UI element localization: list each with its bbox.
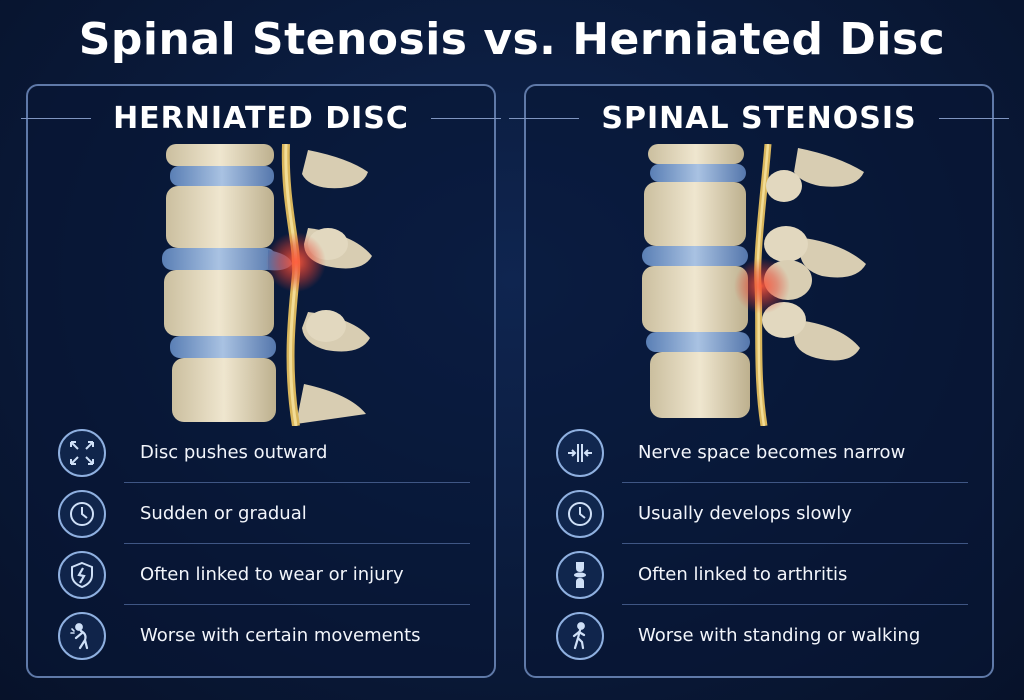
panel-title: SPINAL STENOSIS	[601, 100, 917, 136]
list-item: Disc pushes outward	[58, 422, 470, 483]
list-item: Worse with standing or walking	[556, 605, 968, 666]
herniated-disc-features: Disc pushes outward Sudden or gradual Of…	[58, 422, 470, 666]
row-divider	[124, 482, 470, 483]
page-title: Spinal Stenosis vs. Herniated Disc	[78, 14, 946, 65]
person-bending-icon	[58, 611, 106, 660]
panel-title: HERNIATED DISC	[113, 100, 409, 136]
joint-icon	[556, 550, 604, 599]
clock-icon	[58, 489, 106, 538]
feature-label: Usually develops slowly	[638, 503, 852, 524]
person-walking-icon	[556, 611, 604, 660]
feature-label: Often linked to arthritis	[638, 564, 848, 585]
spinal-stenosis-spine-illustration	[642, 144, 866, 426]
feature-label: Disc pushes outward	[140, 442, 328, 463]
list-item: Often linked to wear or injury	[58, 544, 470, 605]
list-item: Nerve space becomes narrow	[556, 422, 968, 483]
compress-arrows-icon	[556, 428, 604, 477]
header-divider	[430, 117, 501, 119]
shield-crack-icon	[58, 550, 106, 599]
row-divider	[622, 482, 968, 483]
expand-arrows-icon	[58, 428, 106, 477]
spinal-stenosis-features: Nerve space becomes narrow Usually devel…	[556, 422, 968, 666]
row-divider	[622, 604, 968, 605]
panel-header: HERNIATED DISC	[21, 100, 501, 136]
list-item: Usually develops slowly	[556, 483, 968, 544]
row-divider	[124, 543, 470, 544]
list-item: Often linked to arthritis	[556, 544, 968, 605]
panel-header: SPINAL STENOSIS	[509, 100, 1009, 136]
clock-icon	[556, 489, 604, 538]
feature-label: Worse with certain movements	[140, 625, 421, 646]
header-divider	[938, 117, 1009, 119]
header-divider	[509, 117, 580, 119]
row-divider	[622, 543, 968, 544]
list-item: Sudden or gradual	[58, 483, 470, 544]
feature-label: Nerve space becomes narrow	[638, 442, 906, 463]
list-item: Worse with certain movements	[58, 605, 470, 666]
feature-label: Often linked to wear or injury	[140, 564, 404, 585]
feature-label: Worse with standing or walking	[638, 625, 921, 646]
feature-label: Sudden or gradual	[140, 503, 307, 524]
header-divider	[21, 117, 92, 119]
herniated-disc-spine-illustration	[162, 144, 372, 426]
spinal-stenosis-panel: SPINAL STENOSIS	[509, 84, 1009, 678]
herniated-disc-panel: HERNIATED DISC	[21, 84, 501, 678]
row-divider	[124, 604, 470, 605]
